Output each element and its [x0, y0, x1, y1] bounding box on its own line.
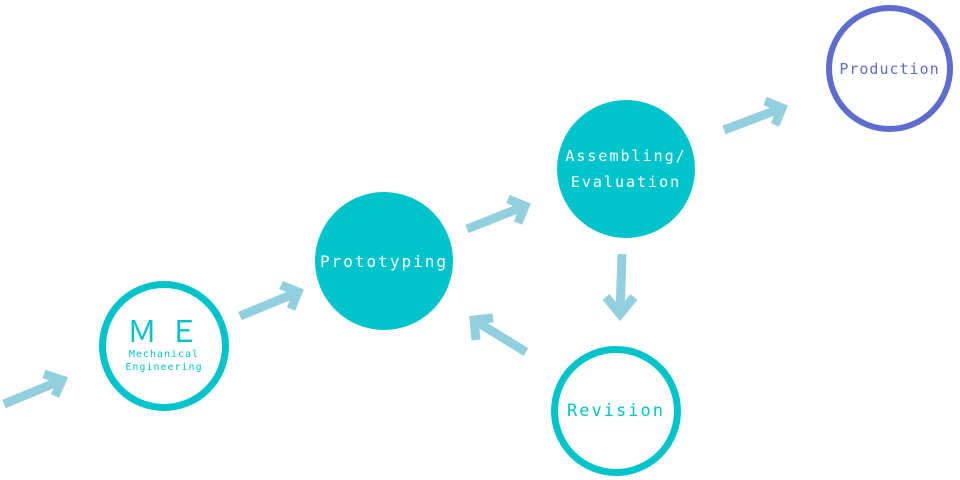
arrow-icon-entry	[2, 369, 69, 409]
node-prototyping: Prototyping	[315, 192, 453, 330]
arrow-icon-prototyping-to-assembling	[465, 194, 531, 234]
node-revision-label: Revision	[567, 401, 665, 421]
node-me-label-line2: Engineering	[125, 362, 203, 373]
node-prototyping-label: Prototyping	[320, 251, 448, 271]
node-assembling-label-line1: Assembling/	[565, 147, 687, 165]
node-me-abbreviation: ＭＥ	[127, 315, 211, 350]
node-mechanical-engineering: ＭＥ Mechanical Engineering	[99, 281, 229, 411]
node-production: Production	[826, 5, 953, 132]
node-revision: Revision	[551, 346, 681, 476]
arrow-icon-revision-to-prototyping	[469, 313, 529, 356]
arrow-icon-me-to-prototyping	[238, 280, 304, 321]
node-me-label-line1: Mechanical	[128, 349, 200, 360]
arrow-icon-assembling-to-production	[722, 96, 788, 135]
node-production-label: Production	[839, 59, 940, 78]
node-assembling-label-line2: Evaluation	[570, 173, 682, 191]
arrow-icon-assembling-to-revision	[602, 253, 638, 322]
node-assembling-evaluation: Assembling/ Evaluation	[557, 100, 695, 238]
